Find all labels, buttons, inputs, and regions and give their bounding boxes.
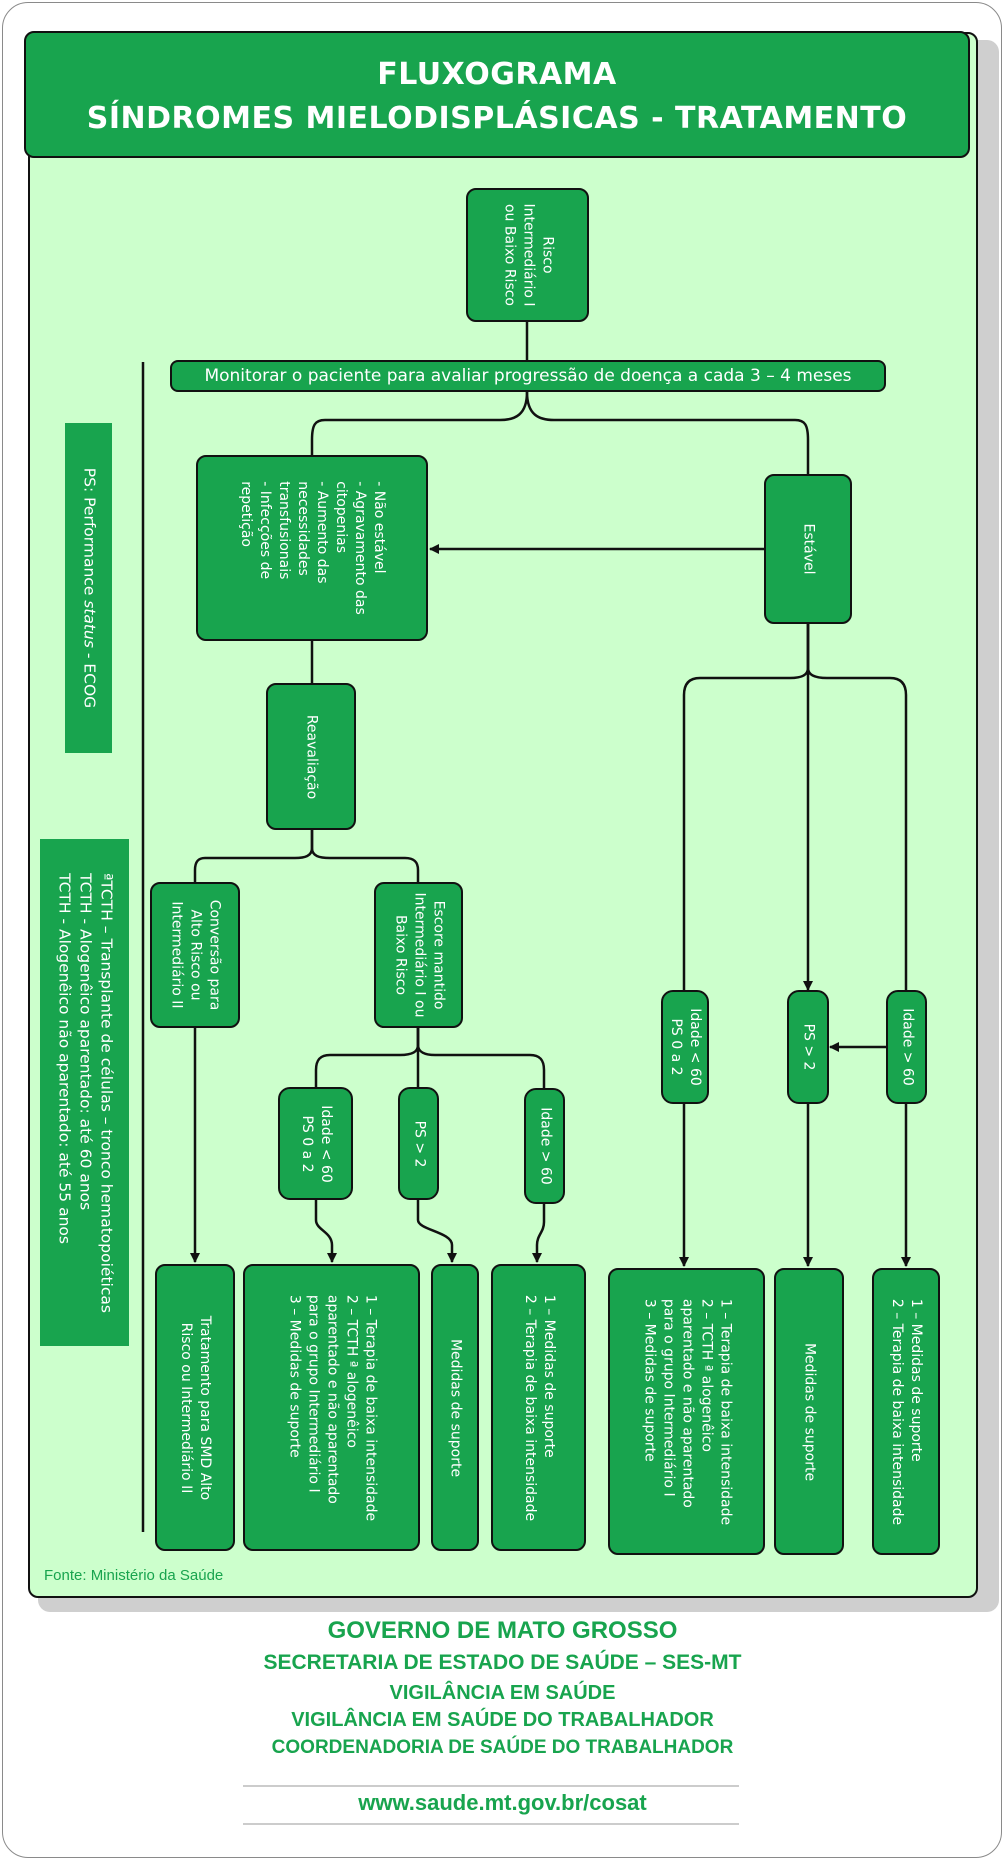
- footer-vigilancia: VIGILÂNCIA EM SAÚDE: [389, 1682, 616, 1704]
- tcth-legend-text: ªTCTH – Transplante de células – tronco …: [55, 872, 115, 1313]
- reavaliacao-text: Reavaliação: [303, 714, 320, 799]
- footer-coordenadoria: COORDENADORIA DE SAÚDE DO TRABALHADOR: [271, 1737, 734, 1758]
- medidas-terapia-left-node: 1 – Medidas de suporte 2 – Terapia de ba…: [491, 1264, 586, 1551]
- risco-node: Risco Intermediário I ou Baixo Risco: [466, 188, 589, 322]
- idade-ps-left-text: Idade < 60 PS 0 a 2: [298, 1104, 334, 1183]
- ps-legend-text: PS: Performance status - ECOG: [78, 468, 99, 708]
- nao-estavel-text: - Não estável - Agravamento das citopeni…: [238, 481, 387, 615]
- tcth-legend: ªTCTH – Transplante de células – tronco …: [40, 839, 129, 1346]
- conversao-text: Conversão para Alto Risco ou Intermediár…: [168, 899, 223, 1011]
- ps-left-node: PS > 2: [398, 1087, 439, 1200]
- medidas-right-node: Medidas de suporte: [774, 1268, 844, 1555]
- ps-left-text: PS > 2: [411, 1120, 427, 1167]
- footer-vigilancia-trabalhador: VIGILÂNCIA EM SAÚDE DO TRABALHADOR: [291, 1709, 714, 1731]
- ps-legend-prefix: PS: Performance: [80, 467, 98, 601]
- tratamento-smd-node: Tratamento para SMD Alto Risco ou Interm…: [155, 1264, 235, 1551]
- medidas-terapia-right-text: 1 – Medidas de suporte 2 – Terapia de ba…: [889, 1298, 924, 1525]
- idade60-left-node: Idade > 60: [524, 1088, 565, 1204]
- escore-text: Escore mantido Intermediário I ou Baixo …: [392, 892, 446, 1018]
- idade-ps-right-text: Idade < 60 PS 0 a 2: [668, 1008, 703, 1086]
- ps-legend-suffix: - ECOG: [80, 647, 98, 709]
- reavaliacao-node: Reavaliação: [266, 683, 356, 830]
- medidas-right-text: Medidas de suporte: [801, 1342, 818, 1481]
- idade60-left-text: Idade > 60: [537, 1107, 553, 1185]
- terapia-left-node: 1 – Terapia de baixa intensidade 2 – TCT…: [243, 1264, 420, 1551]
- ps-legend: PS: Performance status - ECOG: [65, 423, 112, 753]
- estavel-node: Estável: [764, 474, 852, 624]
- medidas-left-node: Medidas de suporte: [431, 1264, 479, 1551]
- ps-legend-status: status: [80, 600, 98, 648]
- terapia-right-node: 1 – Terapia de baixa intensidade 2 – TCT…: [608, 1268, 765, 1555]
- ps-right-text: PS > 2: [800, 1023, 817, 1071]
- conversao-node: Conversão para Alto Risco ou Intermediár…: [150, 882, 240, 1028]
- ps-right-node: PS > 2: [787, 990, 829, 1104]
- medidas-terapia-right-node: 1 – Medidas de suporte 2 – Terapia de ba…: [872, 1268, 940, 1555]
- header-title-line2: SÍNDROMES MIELODISPLÁSICAS - TRATAMENTO: [86, 101, 908, 136]
- nao-estavel-node: - Não estável - Agravamento das citopeni…: [196, 455, 428, 641]
- idade60-right-text: Idade > 60: [899, 1008, 915, 1086]
- footer-rule-bottom: [243, 1823, 739, 1825]
- estavel-text: Estável: [800, 523, 817, 575]
- terapia-right-text: 1 – Terapia de baixa intensidade 2 – TCT…: [641, 1298, 733, 1525]
- footer-secretaria: SECRETARIA DE ESTADO DE SAÚDE – SES-MT: [263, 1651, 742, 1674]
- idade60-right-node: Idade > 60: [886, 990, 927, 1104]
- header-title-line1: FLUXOGRAMA: [377, 57, 617, 92]
- escore-node: Escore mantido Intermediário I ou Baixo …: [374, 882, 463, 1028]
- source-note: Fonte: Ministério da Saúde: [44, 1567, 224, 1584]
- footer-rule-top: [243, 1785, 739, 1787]
- monitorar-node: Monitorar o paciente para avaliar progre…: [170, 360, 886, 392]
- risco-text: Risco Intermediário I ou Baixo Risco: [501, 203, 555, 307]
- idade-ps-right-node: Idade < 60 PS 0 a 2: [661, 990, 709, 1104]
- footer-government: GOVERNO DE MATO GROSSO: [327, 1617, 678, 1644]
- idade-ps-left-node: Idade < 60 PS 0 a 2: [278, 1087, 353, 1200]
- medidas-left-text: Medidas de suporte: [447, 1338, 464, 1477]
- footer-url[interactable]: www.saude.mt.gov.br/cosat: [358, 1790, 647, 1815]
- flowchart-header: FLUXOGRAMA SÍNDROMES MIELODISPLÁSICAS - …: [24, 31, 970, 158]
- terapia-left-text: 1 – Terapia de baixa intensidade 2 – TCT…: [286, 1294, 378, 1521]
- tratamento-smd-text: Tratamento para SMD Alto Risco ou Interm…: [178, 1315, 213, 1500]
- medidas-terapia-left-text: 1 – Medidas de suporte 2 – Terapia de ba…: [521, 1294, 557, 1521]
